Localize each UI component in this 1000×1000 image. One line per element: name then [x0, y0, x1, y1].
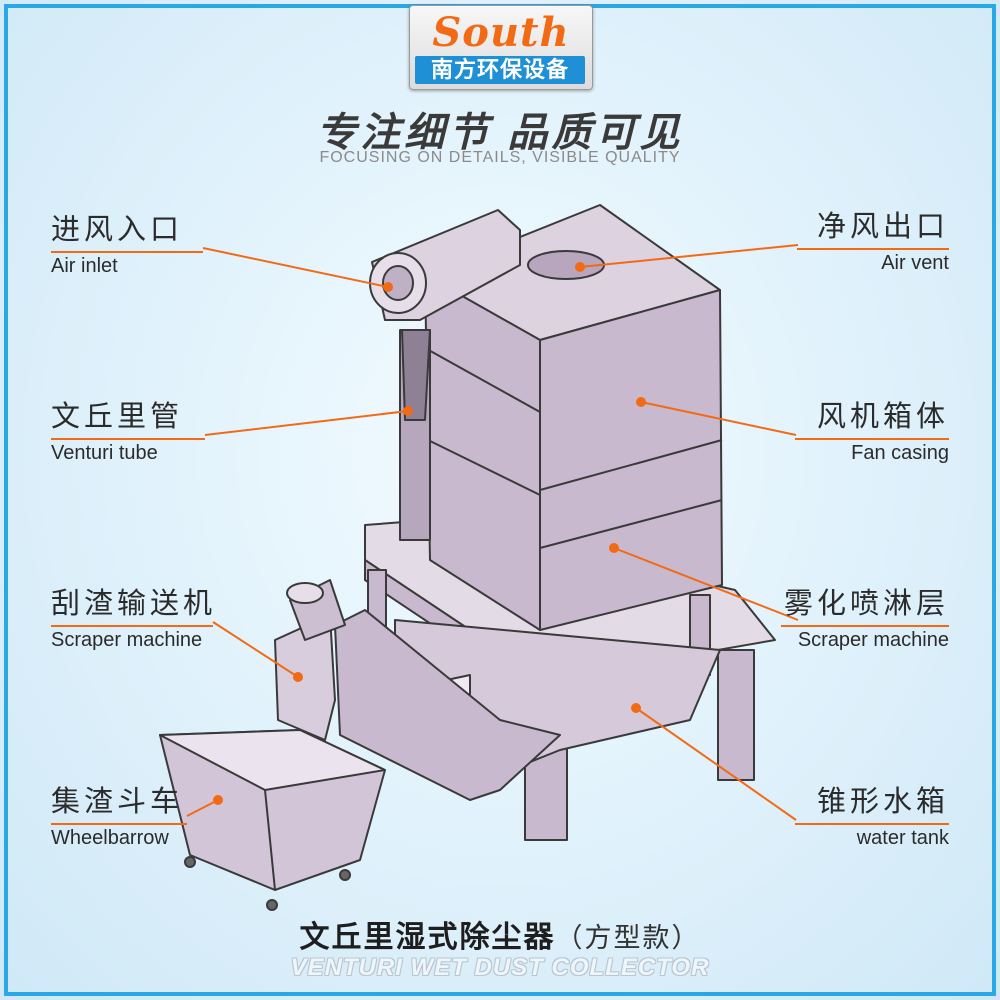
label-air-vent-zh: 净风出口 [816, 211, 949, 243]
label-air-vent-en: Air vent [881, 252, 949, 274]
scraper-motor-cap [286, 582, 324, 604]
leader-air-inlet [202, 247, 389, 288]
leader-wheelbarrow [186, 799, 219, 817]
leader-spray-layer [613, 547, 799, 621]
slogan: 专注细节 品质可见 [316, 111, 684, 155]
wheelbarrow-wheel-right [266, 899, 278, 911]
label-air-inlet-en: Air inlet [51, 255, 118, 277]
label-venturi-tube-en: Venturi tube [51, 442, 158, 464]
scraper-conveyor [334, 609, 561, 801]
leader-venturi [204, 410, 409, 436]
label-wheelbarrow-en: Wheelbarrow [51, 827, 169, 849]
label-wheelbarrow: 集渣斗车 Wheelbarrow [51, 778, 187, 850]
label-water-tank: 锥形水箱 water tank [795, 778, 949, 850]
label-venturi-tube: 文丘里管 Venturi tube [51, 393, 205, 465]
leg-front-right [717, 649, 755, 781]
venturi-throat [401, 329, 431, 421]
product-title-sub: （方型款） [555, 923, 701, 953]
logo-wordmark: South [432, 9, 570, 56]
label-spray-layer-zh: 雾化喷淋层 [783, 588, 949, 620]
product-title-en: VENTURI WET DUST COLLECTOR [290, 954, 710, 981]
leader-water-tank [635, 707, 797, 821]
product-title-main: 文丘里湿式除尘器 [299, 921, 556, 954]
wheelbarrow-wheel-back [339, 869, 351, 881]
leader-scraper-left [212, 621, 299, 678]
label-wheelbarrow-zh: 集渣斗车 [51, 786, 184, 818]
label-water-tank-zh: 锥形水箱 [816, 786, 949, 818]
label-fan-casing-zh: 风机箱体 [816, 401, 949, 433]
label-air-vent: 净风出口 Air vent [797, 203, 949, 275]
leader-fan-casing [640, 401, 797, 436]
label-air-inlet-zh: 进风入口 [51, 214, 184, 246]
product-title: 文丘里湿式除尘器（方型款） [0, 912, 1000, 956]
logo-band: 南方环保设备 [415, 56, 585, 84]
wheelbarrow-rim [159, 729, 386, 791]
label-scraper-left: 刮渣输送机 Scraper machine [51, 580, 216, 652]
label-spray-layer: 雾化喷淋层 Scraper machine [781, 580, 949, 652]
leader-air-vent [579, 244, 799, 268]
label-spray-layer-en: Scraper machine [797, 629, 949, 651]
air-inlet-hole [382, 265, 414, 301]
label-scraper-left-en: Scraper machine [51, 629, 203, 651]
south-logo: South 南方环保设备 [409, 5, 593, 90]
label-venturi-tube-zh: 文丘里管 [51, 401, 184, 433]
slogan-en: FOCUSING ON DETAILS, VISIBLE QUALITY [319, 149, 681, 166]
wheelbarrow-wheel-left [184, 856, 196, 868]
label-fan-casing: 风机箱体 Fan casing [795, 393, 949, 465]
label-water-tank-en: water tank [856, 827, 949, 849]
fan-casing-front [539, 289, 723, 631]
label-air-inlet: 进风入口 Air inlet [51, 206, 203, 278]
label-fan-casing-en: Fan casing [851, 442, 949, 464]
label-scraper-left-zh: 刮渣输送机 [51, 588, 217, 620]
